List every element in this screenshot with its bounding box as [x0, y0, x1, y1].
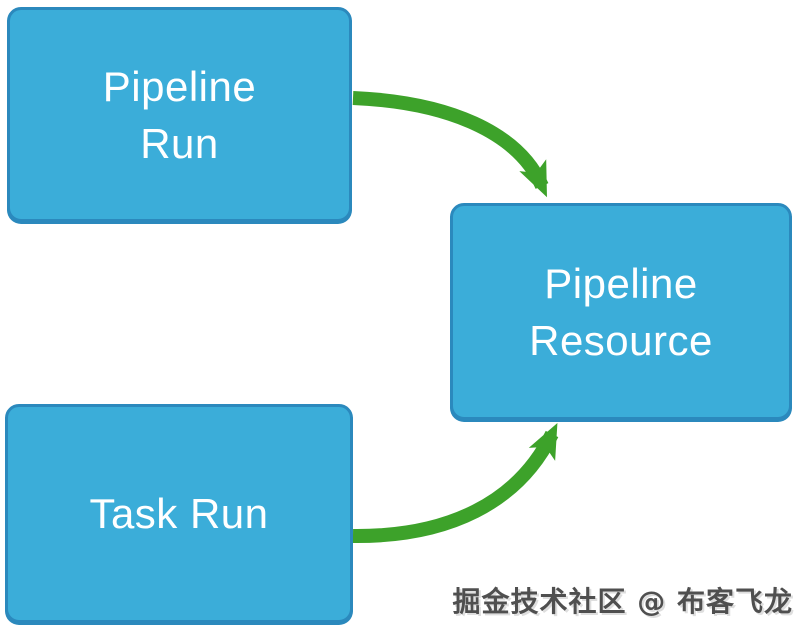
watermark-text: 掘金技术社区 @ 布客飞龙	[452, 585, 793, 618]
node-pipeline-run-label-line2: Run	[140, 119, 219, 167]
node-pipeline-resource-label-line1: Pipeline	[544, 259, 698, 307]
node-pipeline-run-label-line1: Pipeline	[102, 62, 257, 110]
node-task-run-label: Task Run	[89, 490, 269, 537]
edge-task-run-to-pipeline-resource	[352, 423, 559, 544]
node-pipeline-run: Pipeline Run	[7, 7, 352, 222]
node-pipeline-resource: Pipeline Resource	[450, 203, 792, 420]
edge-pipeline-run-to-pipeline-resource	[352, 91, 549, 198]
node-task-run: Task Run	[5, 404, 353, 623]
node-pipeline-resource-label-line2: Resource	[529, 316, 713, 364]
